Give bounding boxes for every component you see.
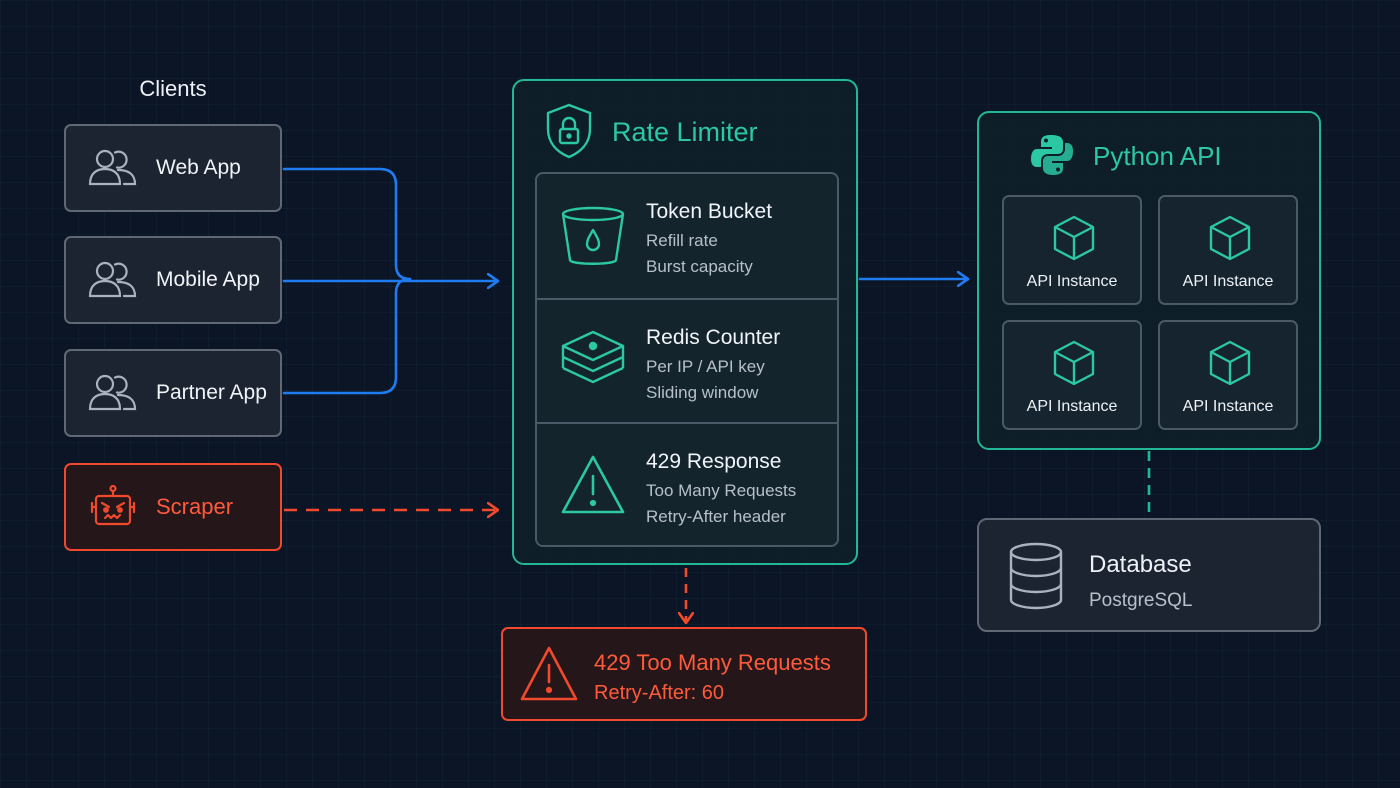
python-api-panel: Python API API Instance API Instance API… xyxy=(977,111,1321,450)
users-icon xyxy=(88,261,137,298)
database-title: Database xyxy=(1089,551,1192,578)
error-subtitle: Retry-After: 60 xyxy=(594,682,725,704)
section-redis-counter: Redis Counter Per IP / API key Sliding w… xyxy=(537,298,837,422)
section-detail: Retry-After header xyxy=(646,507,786,526)
cube-icon xyxy=(1053,340,1095,386)
api-instance-label: API Instance xyxy=(1182,398,1274,415)
client-label: Partner App xyxy=(156,381,267,404)
client-label: Mobile App xyxy=(156,268,260,291)
partner-app-connector xyxy=(282,277,412,395)
api-instance-label: API Instance xyxy=(1026,398,1118,415)
client-label: Web App xyxy=(156,156,241,179)
cube-icon xyxy=(1053,215,1095,261)
section-detail: Refill rate xyxy=(646,231,718,250)
section-429-response: 429 Response Too Many Requests Retry-Aft… xyxy=(537,422,837,546)
database-icon xyxy=(1009,542,1063,610)
api-instance[interactable]: API Instance xyxy=(1158,320,1298,430)
warning-icon xyxy=(561,455,625,514)
section-detail: Too Many Requests xyxy=(646,481,797,500)
users-icon xyxy=(88,374,137,411)
database-subtitle: PostgreSQL xyxy=(1089,590,1193,611)
error-title: 429 Too Many Requests xyxy=(594,650,831,675)
api-instance[interactable]: API Instance xyxy=(1002,195,1142,305)
section-token-bucket: Token Bucket Refill rate Burst capacity xyxy=(537,174,837,298)
warning-icon xyxy=(520,646,578,701)
shield-lock-icon xyxy=(546,103,592,159)
rate-limiter-panel: Rate Limiter Token Bucket Refill rate Bu… xyxy=(512,79,858,565)
api-instance[interactable]: API Instance xyxy=(1158,195,1298,305)
bucket-icon xyxy=(561,206,625,265)
python-logo-icon xyxy=(1031,135,1073,175)
section-title: 429 Response xyxy=(646,450,782,473)
section-detail: Sliding window xyxy=(646,383,759,402)
client-label: Scraper xyxy=(156,494,234,519)
error-429-panel[interactable]: 429 Too Many Requests Retry-After: 60 xyxy=(501,627,867,721)
api-instance[interactable]: API Instance xyxy=(1002,320,1142,430)
cube-icon xyxy=(1209,340,1251,386)
api-instance-label: API Instance xyxy=(1026,273,1118,290)
client-web-app[interactable]: Web App xyxy=(64,124,282,212)
robot-icon xyxy=(90,485,136,526)
python-api-title: Python API xyxy=(1093,141,1222,171)
section-title: Token Bucket xyxy=(646,200,773,223)
client-partner-app[interactable]: Partner App xyxy=(64,349,282,437)
client-scraper[interactable]: Scraper xyxy=(64,463,282,551)
users-icon xyxy=(88,149,137,186)
clients-title: Clients xyxy=(139,76,207,101)
api-instance-label: API Instance xyxy=(1182,273,1274,290)
section-title: Redis Counter xyxy=(646,326,781,349)
section-detail: Burst capacity xyxy=(646,257,753,276)
rate-limiter-sections: Token Bucket Refill rate Burst capacity … xyxy=(535,172,839,547)
rate-limiter-title: Rate Limiter xyxy=(612,117,758,147)
web-app-connector xyxy=(282,167,412,281)
layers-icon xyxy=(561,330,625,384)
section-detail: Per IP / API key xyxy=(646,357,765,376)
database-panel[interactable]: Database PostgreSQL xyxy=(977,518,1321,632)
cube-icon xyxy=(1209,215,1251,261)
client-mobile-app[interactable]: Mobile App xyxy=(64,236,282,324)
